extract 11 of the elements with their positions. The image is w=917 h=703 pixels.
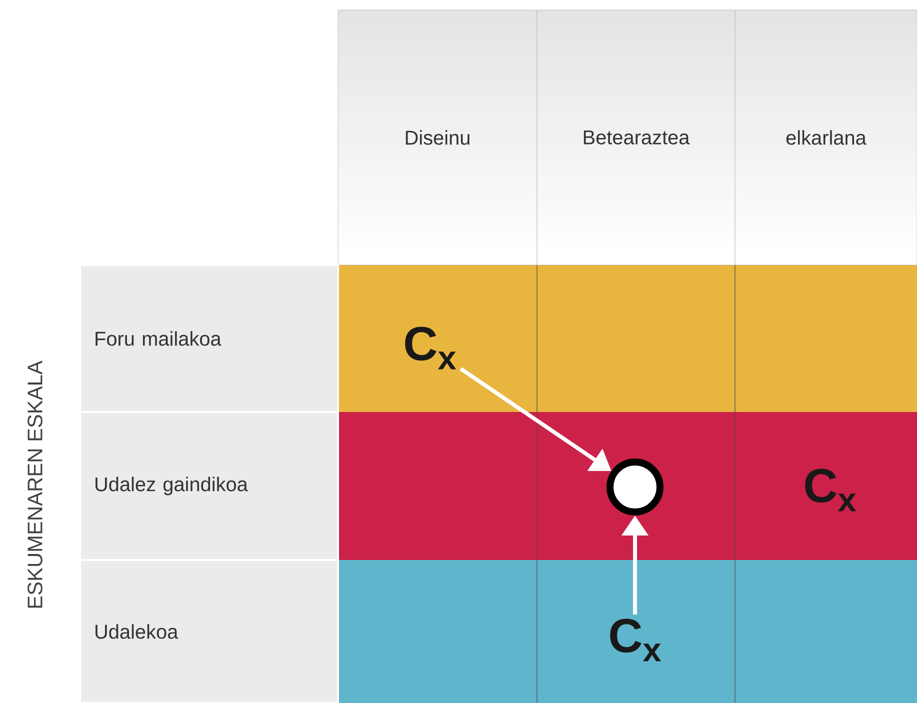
row-header: Udalekoa xyxy=(79,559,339,703)
row-header: Foru mailakoa xyxy=(79,264,339,413)
column-header: elkarlana xyxy=(734,10,917,266)
column-header: Betearaztea xyxy=(536,10,736,266)
column-header: Diseinu xyxy=(338,10,538,266)
row-header: Udalez gaindikoa xyxy=(79,411,339,561)
axis-title: ESKUMENAREN ESKALA xyxy=(28,360,42,608)
symbol-label: C$_{x}$ xyxy=(610,618,662,662)
symbol-label: C$_{x}$ xyxy=(805,468,856,512)
marker-circle xyxy=(606,458,664,516)
symbol-label: C$_{x}$ xyxy=(405,326,456,370)
